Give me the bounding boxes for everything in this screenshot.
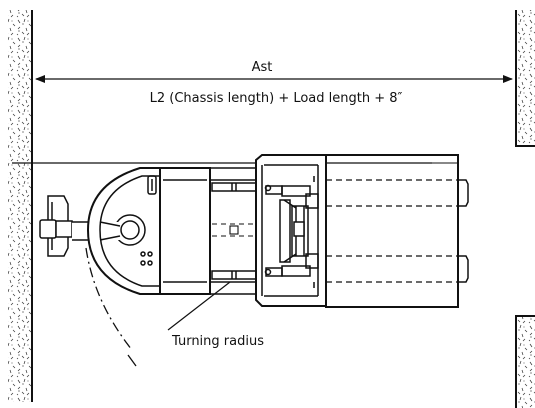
ast-label: Ast bbox=[252, 60, 273, 75]
forks bbox=[326, 179, 458, 283]
chassis bbox=[159, 167, 268, 295]
formula-label: L2 (Chassis length) + Load length + 8″ bbox=[150, 91, 403, 106]
load bbox=[325, 154, 459, 308]
turning-radius-arc bbox=[85, 247, 133, 351]
left-wall bbox=[8, 10, 33, 402]
right-wall-lower bbox=[515, 315, 535, 408]
drive-unit bbox=[86, 167, 160, 295]
right-wall-upper bbox=[515, 10, 535, 147]
turning-radius-arc-end bbox=[127, 354, 137, 367]
forklift bbox=[39, 154, 469, 308]
turning-radius-label: Turning radius bbox=[171, 334, 264, 349]
turning-radius-leader bbox=[167, 281, 231, 331]
mast bbox=[255, 154, 327, 307]
fork-tips bbox=[458, 179, 469, 283]
